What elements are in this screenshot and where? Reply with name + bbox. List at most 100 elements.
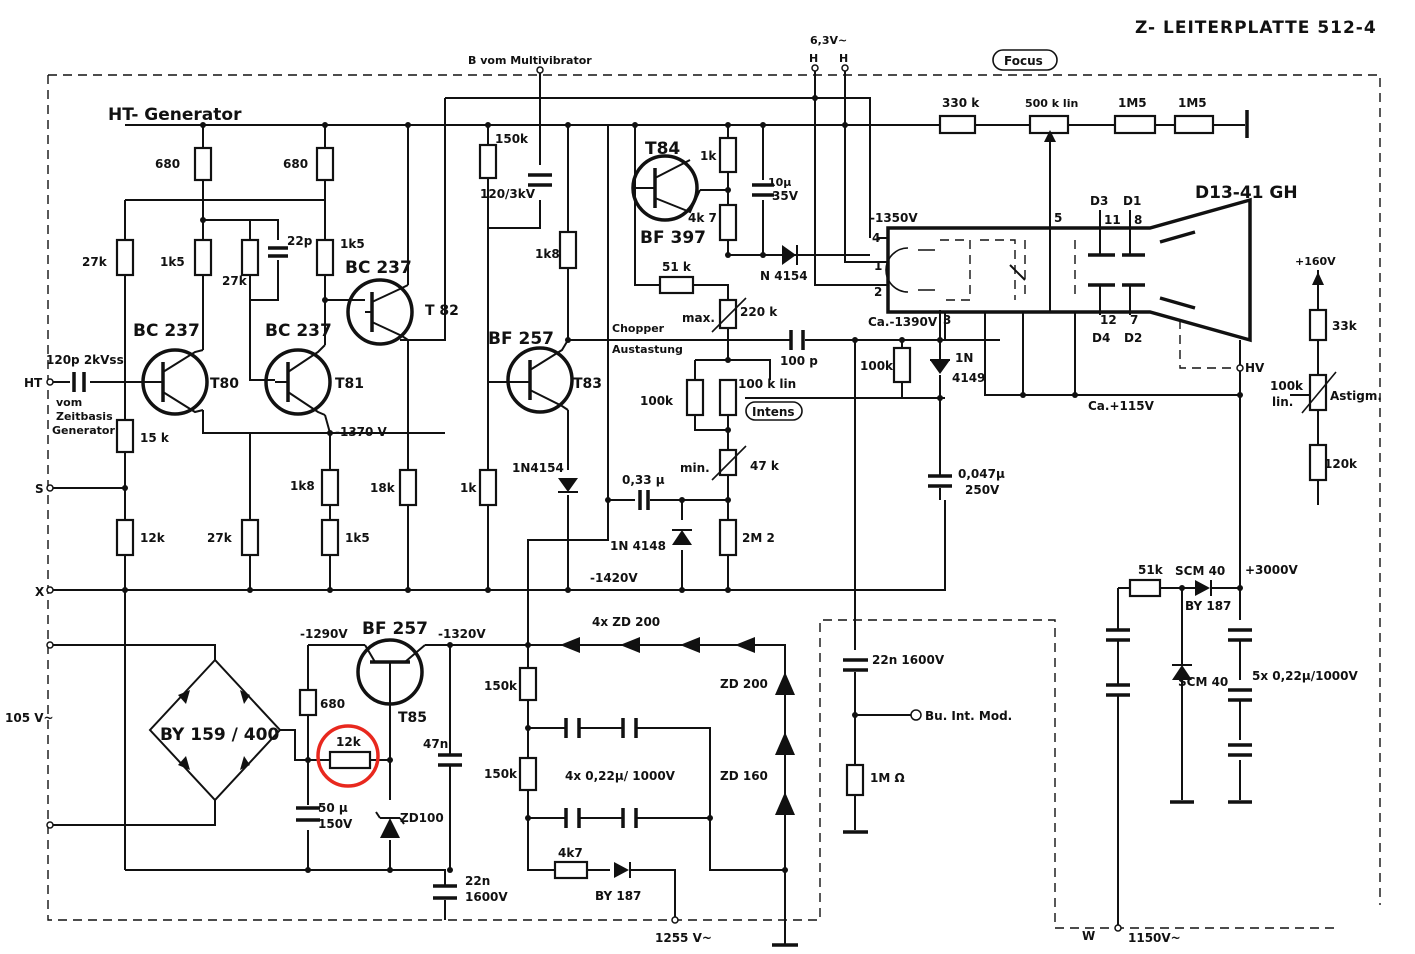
transistor-t82 — [346, 278, 414, 346]
resistor-27k-a — [115, 238, 135, 277]
resistor-680-c — [298, 688, 318, 717]
terminal-label-plus160: +160V — [1295, 255, 1336, 268]
t81-type: BC 237 — [265, 321, 332, 341]
resistor-4k7-t84 — [718, 203, 738, 242]
resistor-120k — [1308, 443, 1328, 482]
tube-pin-2: 2 — [874, 285, 882, 299]
label-austastung: Austastung — [612, 343, 683, 356]
label-chopper: Chopper — [612, 322, 665, 335]
resistor-1m5-a — [1113, 114, 1157, 135]
terminal-w — [1114, 924, 1122, 932]
diode-1n4154 — [558, 478, 578, 492]
capacitor-22n-b — [843, 658, 868, 672]
resistor-1k5-b — [315, 238, 335, 277]
capacitor-033u — [638, 490, 650, 510]
transistor-t81 — [264, 344, 332, 416]
value-1m5-b: 1M5 — [1178, 96, 1207, 110]
terminal-label-ht: HT — [24, 376, 43, 390]
value-1n4149-a: 1N — [955, 351, 973, 365]
resistor-1k8-b — [320, 468, 340, 507]
t83-type: BF 257 — [488, 329, 554, 349]
label-vom-2: Zeitbasis — [56, 410, 113, 423]
t82-ref: T 82 — [425, 303, 459, 319]
transistor-t85 — [356, 638, 426, 706]
value-zd160: ZD 160 — [720, 769, 768, 783]
resistor-1k8-a — [558, 230, 578, 270]
value-1k: 1k — [460, 481, 477, 495]
value-bridge: BY 159 / 400 — [160, 725, 279, 745]
potentiometer-500k — [1028, 114, 1070, 135]
tube-label-d1: D1 — [1123, 194, 1141, 208]
value-zd200: ZD 200 — [720, 677, 768, 691]
diode-n4154 — [782, 245, 796, 265]
value-4k7-b: 4k7 — [558, 846, 583, 860]
resistor-330k — [938, 114, 977, 135]
value-100k-astig: 100k — [1270, 379, 1304, 393]
value-1n4154: 1N4154 — [512, 461, 564, 475]
section-title: HT- Generator — [108, 105, 242, 125]
diode-1n4149 — [930, 360, 950, 374]
astigmatism-divider — [1290, 270, 1319, 505]
trimmer-220k — [718, 298, 738, 330]
value-1m: 1M Ω — [870, 771, 905, 785]
value-15k: 15 k — [140, 431, 170, 445]
tube-pin-5: 5 — [1054, 211, 1062, 225]
diagram-title: Z- LEITERPLATTE 512-4 — [1135, 18, 1377, 38]
terminal-bu-int-mod — [910, 709, 922, 721]
resistor-1k5-a — [193, 238, 213, 277]
t80-type: BC 237 — [133, 321, 200, 341]
value-220k: 220 k — [740, 305, 778, 319]
zener-zd100 — [380, 818, 400, 838]
value-150k-b: 150k — [484, 679, 518, 693]
resistor-100k-b — [892, 346, 912, 384]
value-500k: 500 k lin — [1025, 97, 1078, 110]
capacitor-22p — [268, 246, 288, 258]
voltage-1350: -1350V — [870, 211, 918, 225]
tube-pin-11: 11 — [1104, 213, 1121, 227]
value-1k5-a: 1k5 — [160, 255, 185, 269]
voltage-1370: -1370 V — [335, 425, 388, 439]
terminal-1255 — [671, 916, 679, 924]
value-100k-b: 100k — [860, 359, 894, 373]
resistor-15k — [115, 418, 135, 454]
t84-ref: T84 — [645, 139, 680, 159]
value-120p: 120p 2kVss — [46, 353, 124, 367]
value-12k-highlighted: 12k — [336, 735, 362, 749]
resistor-18k — [398, 468, 418, 507]
tube-pin-12: 12 — [1100, 313, 1117, 327]
terminal-h2 — [841, 64, 849, 72]
label-min: min. — [680, 461, 710, 475]
capacitor-120-3kv — [528, 173, 552, 187]
resistor-27k-b — [240, 238, 260, 277]
value-120-3kv: 120/3kV — [480, 187, 536, 201]
terminal-label-1255: 1255 V~ — [655, 931, 712, 945]
diode-by187-a — [614, 862, 629, 878]
value-zd100: ZD100 — [400, 811, 444, 825]
tube-pin-7: 7 — [1130, 313, 1138, 327]
value-100k-lin: 100 k lin — [738, 377, 796, 391]
value-100p: 100 p — [780, 354, 818, 368]
t81-ref: T81 — [335, 376, 364, 392]
tube-pin-8: 8 — [1134, 213, 1142, 227]
value-50u-v: 150V — [318, 817, 353, 831]
value-by187-b: BY 187 — [1185, 599, 1231, 613]
value-22n-a: 22n — [465, 874, 490, 888]
rail-wires — [125, 68, 1249, 341]
astig-arrow-icon — [1301, 371, 1337, 414]
t83-ref: T83 — [573, 376, 602, 392]
terminal-label-x: X — [35, 585, 45, 599]
label-vom-1: vom — [56, 396, 82, 409]
capacitor-22n-a — [433, 884, 457, 900]
resistor-150k — [478, 143, 498, 180]
label-intens: Intens — [752, 405, 795, 419]
value-10u-v: 35V — [772, 189, 799, 203]
value-47n: 47n — [423, 737, 448, 751]
label-heater-h2: H — [839, 52, 848, 65]
value-680-a: 680 — [155, 157, 180, 171]
value-2m2: 2M 2 — [742, 531, 775, 545]
resistor-680-b — [315, 146, 335, 182]
terminal-h1 — [811, 64, 819, 72]
terminal-ht — [46, 378, 54, 386]
value-27k-b: 27k — [222, 274, 248, 288]
resistor-2m2 — [718, 518, 738, 557]
